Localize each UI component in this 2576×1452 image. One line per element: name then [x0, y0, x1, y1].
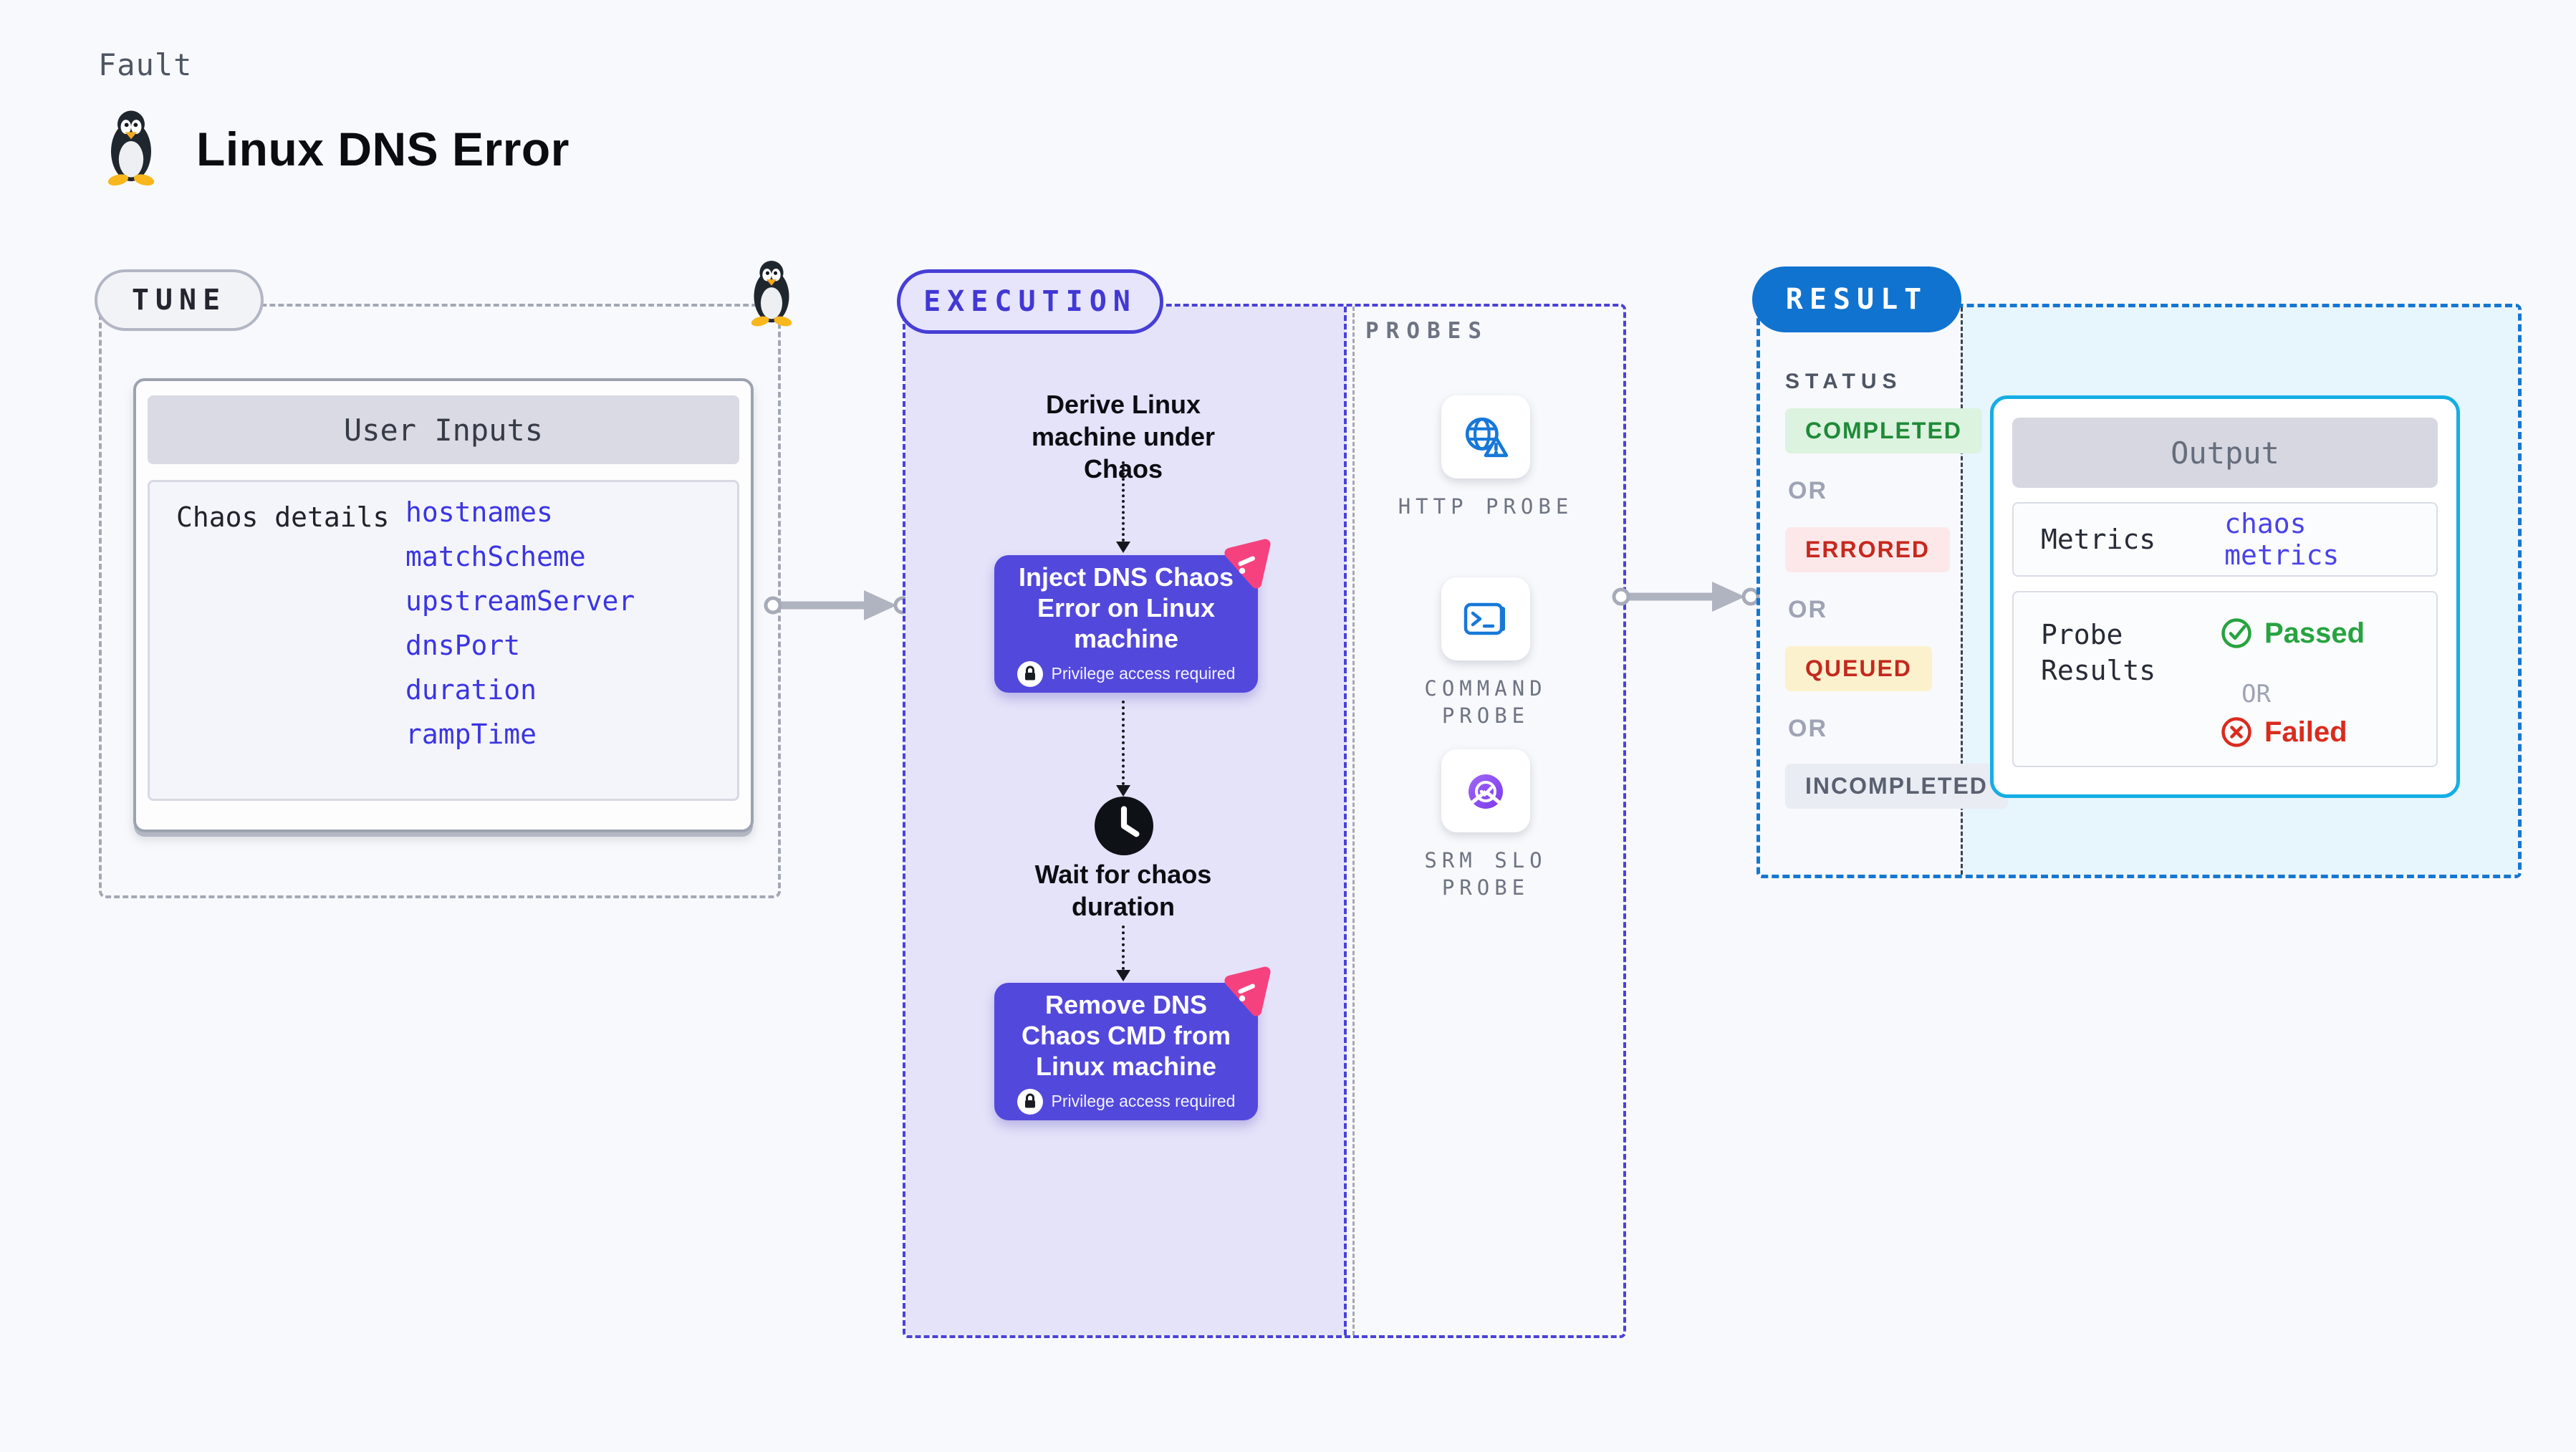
metrics-label: Metrics: [2041, 524, 2156, 555]
tune-to-execution-arrow: [762, 587, 914, 623]
status-errored-badge[interactable]: ERRORED: [1785, 527, 1951, 572]
x-circle-icon: [2220, 716, 2253, 749]
chaos-details-label: Chaos details: [176, 501, 390, 533]
probes-title: PROBES: [1365, 318, 1489, 344]
tune-badge: TUNE: [95, 269, 264, 331]
privilege-note: Privilege access required: [1051, 664, 1236, 683]
command-probe-card[interactable]: [1441, 577, 1530, 660]
inject-dns-chaos-node[interactable]: Inject DNS Chaos Error on Linux machine …: [994, 555, 1258, 693]
connector-arrowhead: [1116, 970, 1130, 981]
srm-slo-probe-label: SRM SLO PROBE: [1424, 848, 1547, 900]
input-hostnames[interactable]: hostnames: [405, 496, 553, 528]
input-upstreamserver[interactable]: upstreamServer: [405, 585, 635, 617]
connector-arrowhead: [1116, 542, 1130, 553]
probe-results-label: Probe Results: [2041, 619, 2156, 686]
output-header: Output: [2012, 418, 2438, 488]
input-ramptime[interactable]: rampTime: [405, 718, 537, 750]
metrics-row: Metrics chaos metrics: [2012, 502, 2438, 577]
probe-results-row: Probe Results Passed OR Failed: [2012, 591, 2438, 767]
result-badge: RESULT: [1752, 266, 1961, 332]
passed-result: Passed: [2220, 617, 2365, 650]
command-probe-label: COMMAND PROBE: [1424, 676, 1547, 728]
lock-icon: [1017, 660, 1043, 687]
status-incompleted-badge[interactable]: INCOMPLETED: [1785, 764, 2008, 809]
failed-label: Failed: [2264, 716, 2347, 748]
fault-kicker: Fault: [98, 47, 193, 82]
status-title: STATUS: [1785, 370, 1903, 393]
connector-line: [1122, 461, 1125, 542]
input-duration[interactable]: duration: [405, 674, 537, 706]
privilege-row: Privilege access required: [1017, 1088, 1236, 1115]
http-probe-card[interactable]: [1441, 395, 1530, 479]
output-card: Output Metrics chaos metrics Probe Resul…: [1990, 395, 2460, 798]
globe-alert-icon: [1462, 415, 1509, 459]
passed-label: Passed: [2264, 617, 2365, 649]
chaos-experiment-badge-icon: [1219, 537, 1272, 590]
privilege-note: Privilege access required: [1051, 1092, 1236, 1110]
status-queued-badge[interactable]: QUEUED: [1785, 646, 1932, 691]
terminal-icon: [1463, 597, 1509, 641]
chaos-metrics-link[interactable]: chaos metrics: [2224, 508, 2340, 571]
user-inputs-header: User Inputs: [148, 395, 739, 464]
chaos-details-box: [148, 480, 739, 801]
wait-clock-icon: [1095, 797, 1153, 855]
or-separator: OR: [1788, 477, 1827, 504]
failed-result: Failed: [2220, 716, 2347, 749]
or-separator: OR: [1788, 715, 1827, 742]
probes-panel: [1352, 307, 1623, 1335]
lock-icon: [1017, 1088, 1043, 1115]
execution-badge: EXECUTION: [897, 269, 1163, 334]
execution-to-result-arrow: [1610, 579, 1762, 615]
connector-arrowhead: [1116, 785, 1130, 797]
or-separator: OR: [2241, 680, 2271, 708]
chaos-experiment-badge-icon: [1219, 965, 1272, 1018]
linux-penguin-icon: [107, 110, 155, 188]
status-completed-badge[interactable]: COMPLETED: [1785, 408, 1982, 453]
inject-node-label: Inject DNS Chaos Error on Linux machine: [1018, 562, 1234, 653]
remove-dns-chaos-node[interactable]: Remove DNS Chaos CMD from Linux machine …: [994, 983, 1258, 1120]
connector-line: [1122, 925, 1125, 970]
page-title: Linux DNS Error: [196, 122, 569, 176]
tunable-inputs-list: hostnames matchScheme upstreamServer dns…: [405, 490, 635, 756]
slo-pie-icon: [1463, 769, 1509, 812]
or-separator: OR: [1788, 596, 1827, 623]
remove-node-label: Remove DNS Chaos CMD from Linux machine: [1021, 989, 1231, 1081]
wait-step-label: Wait for chaos duration: [1034, 860, 1212, 921]
http-probe-label: HTTP PROBE: [1398, 494, 1574, 519]
privilege-row: Privilege access required: [1017, 660, 1236, 687]
input-dnsport[interactable]: dnsPort: [405, 630, 521, 661]
srm-slo-probe-card[interactable]: [1441, 749, 1530, 832]
connector-line: [1122, 701, 1125, 785]
check-circle-icon: [2220, 617, 2253, 650]
linux-penguin-icon-small: [750, 260, 793, 328]
input-matchscheme[interactable]: matchScheme: [405, 541, 586, 572]
